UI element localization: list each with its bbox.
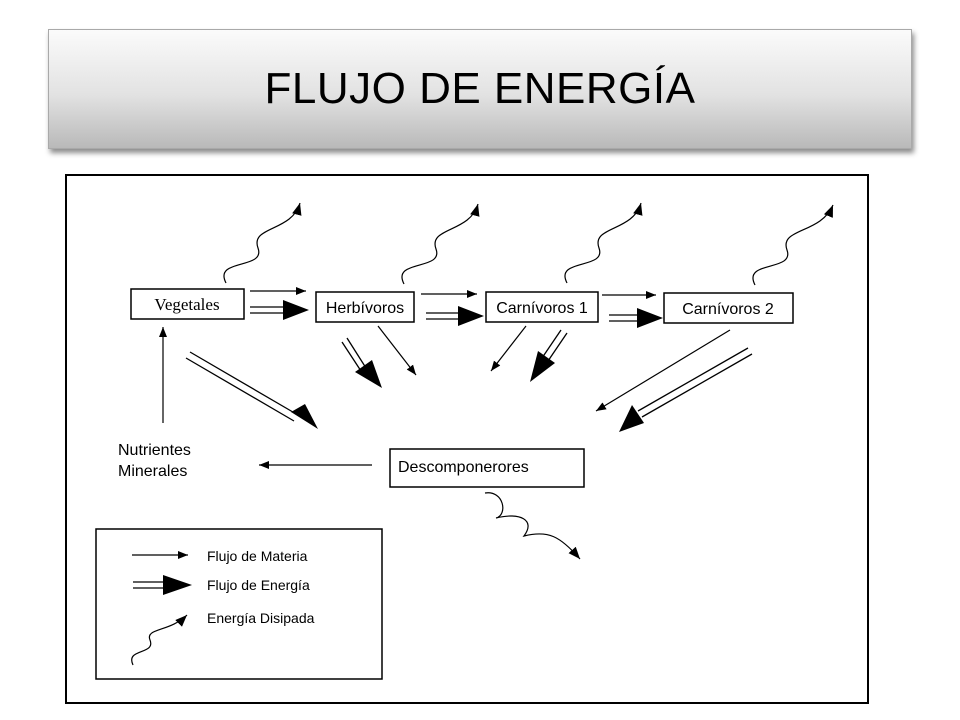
legend-item-energia: Flujo de Energía — [133, 575, 310, 595]
legend-item-disipada: Energía Disipada — [131, 610, 315, 666]
energy-flow-arrows — [185, 300, 753, 432]
node-carnivoros-2: Carnívoros 2 — [663, 292, 794, 324]
title-banner: FLUJO DE ENERGÍA — [48, 29, 912, 149]
legend: Flujo de Materia Flujo de Energía Energí… — [95, 528, 383, 680]
node-herbivoros-label: Herbívoros — [326, 300, 404, 317]
node-carnivoros-2-label: Carnívoros 2 — [682, 301, 774, 318]
node-carnivoros-1: Carnívoros 1 — [485, 291, 599, 323]
node-nutrientes-line2: Minerales — [118, 463, 187, 480]
node-nutrientes-minerales: Nutrientes Minerales — [118, 442, 191, 480]
legend-disipada-label: Energía Disipada — [207, 610, 315, 626]
legend-materia-label: Flujo de Materia — [207, 548, 308, 564]
page-title: FLUJO DE ENERGÍA — [264, 64, 696, 113]
node-nutrientes-line1: Nutrientes — [118, 442, 191, 459]
node-vegetales: Vegetales — [130, 288, 245, 320]
legend-item-materia: Flujo de Materia — [132, 548, 308, 564]
node-vegetales-label: Vegetales — [154, 295, 219, 314]
node-carnivoros-1-label: Carnívoros 1 — [496, 300, 588, 317]
dissipated-energy-arrows — [223, 202, 834, 560]
node-herbivoros: Herbívoros — [315, 291, 415, 323]
matter-flow-arrows — [159, 287, 731, 469]
node-descomponedores: Descomponerores — [389, 448, 585, 488]
legend-energia-label: Flujo de Energía — [207, 577, 310, 593]
node-descomponedores-label: Descomponerores — [398, 459, 529, 476]
